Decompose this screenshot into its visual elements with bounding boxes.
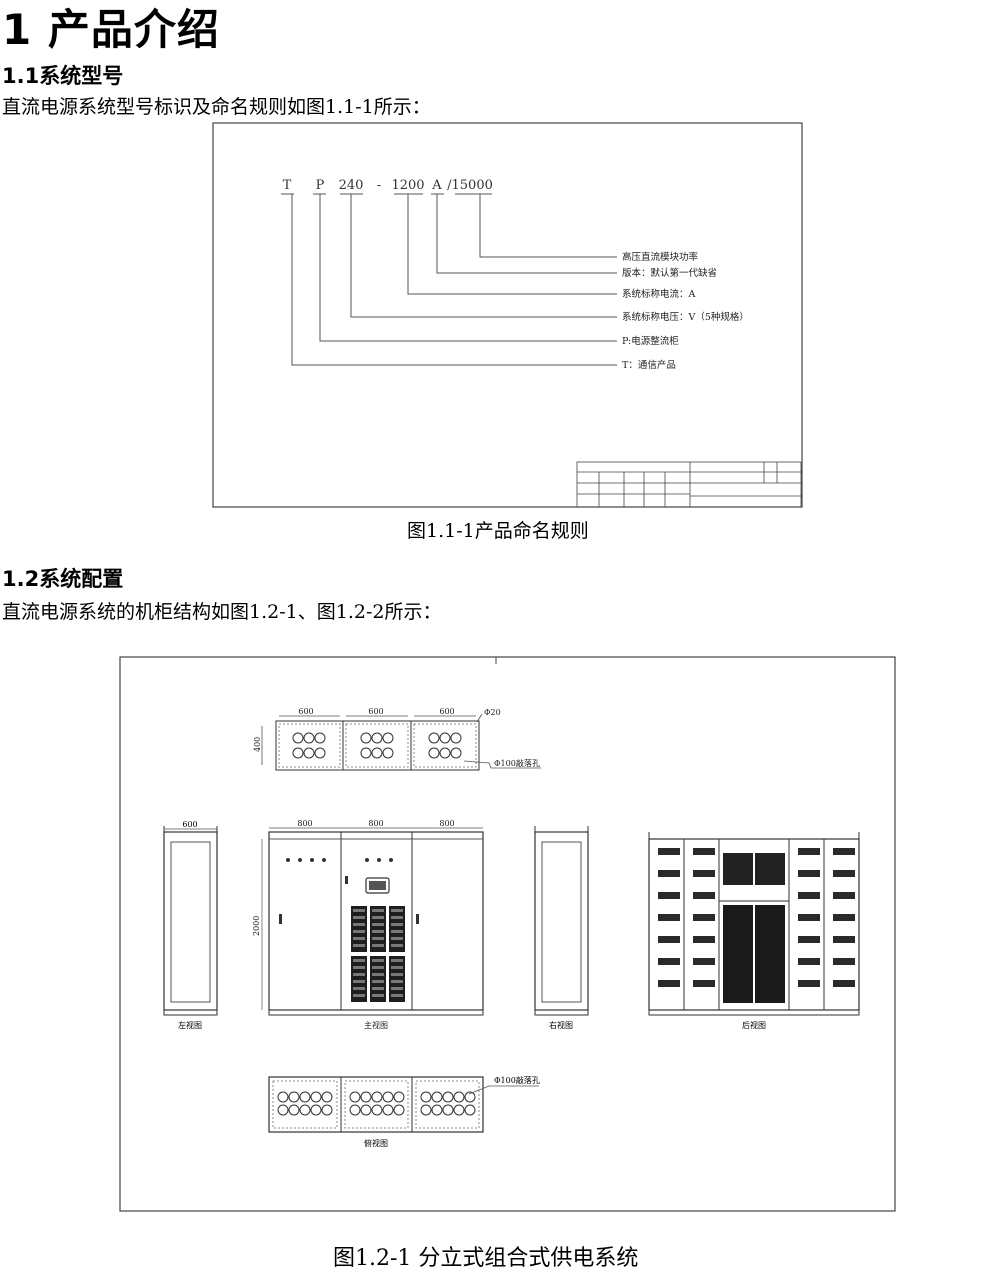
code-version: A — [431, 178, 442, 193]
svg-text:600: 600 — [439, 707, 454, 716]
svg-text:Φ100敲落孔: Φ100敲落孔 — [494, 1075, 540, 1085]
svg-text:Φ100敲落孔: Φ100敲落孔 — [494, 758, 540, 768]
legend-p: P:电源整流柜 — [622, 335, 679, 347]
naming-rule-figure: T P 240 - 1200 A /15000 高压直流模块功率 版本：默认第一… — [212, 122, 803, 508]
svg-text:后视图: 后视图 — [742, 1020, 766, 1030]
legend-t: T：通信产品 — [622, 359, 676, 371]
code-t: T — [283, 178, 292, 193]
legend-voltage: 系统标称电压：V（5种规格） — [622, 311, 749, 323]
svg-text:2000: 2000 — [252, 916, 261, 936]
section-text-config: 直流电源系统的机柜结构如图1.2-1、图1.2-2所示： — [2, 601, 442, 623]
bottom-view: Φ100敲落孔 俯视图 — [268, 1075, 540, 1148]
title-block — [576, 461, 802, 508]
figure-caption-2: 图1.2-1 分立式组合式供电系统 — [333, 1246, 639, 1271]
main-front-view: 800 800 800 2000 主视图 — [252, 819, 484, 1030]
legend-version: 版本：默认第一代缺省 — [622, 267, 717, 279]
svg-text:600: 600 — [298, 707, 313, 716]
svg-text:800: 800 — [439, 819, 454, 828]
document-heading: 1 产品介绍 — [2, 5, 220, 54]
svg-text:Φ20: Φ20 — [484, 708, 501, 717]
back-view: 后视图 — [648, 832, 860, 1030]
code-power: /15000 — [447, 178, 493, 193]
right-side-view: 右视图 — [534, 826, 589, 1030]
svg-text:主视图: 主视图 — [364, 1020, 388, 1030]
section-title-config: 1.2系统配置 — [2, 567, 124, 591]
code-p: P — [316, 178, 325, 193]
figure-caption-1: 图1.1-1产品命名规则 — [407, 520, 589, 542]
svg-text:600: 600 — [182, 820, 197, 829]
svg-text:800: 800 — [297, 819, 312, 828]
svg-text:600: 600 — [368, 707, 383, 716]
code-dash: - — [377, 178, 381, 193]
code-voltage: 240 — [339, 178, 364, 193]
top-view: 600 600 600 400 Φ20 Φ100敲落孔 — [253, 707, 541, 771]
svg-text:俯视图: 俯视图 — [364, 1138, 388, 1148]
legend-current: 系统标称电流：A — [622, 288, 696, 300]
svg-text:400: 400 — [253, 737, 262, 752]
cabinet-figure: 600 600 600 400 Φ20 Φ100敲落孔 600 左视图 800 … — [119, 656, 896, 1212]
left-side-view: 600 左视图 — [163, 820, 218, 1030]
svg-text:左视图: 左视图 — [178, 1020, 202, 1030]
legend-power: 高压直流模块功率 — [622, 251, 699, 263]
section-text-model: 直流电源系统型号标识及命名规则如图1.1-1所示： — [2, 96, 431, 118]
section-title-model: 1.1系统型号 — [2, 64, 124, 88]
code-current: 1200 — [391, 178, 424, 193]
svg-text:右视图: 右视图 — [549, 1020, 573, 1030]
svg-text:800: 800 — [368, 819, 383, 828]
